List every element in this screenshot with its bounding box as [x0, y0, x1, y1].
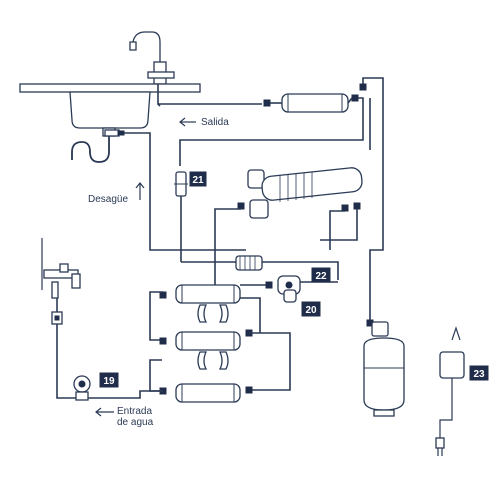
badge-20: 20	[301, 301, 321, 317]
power-adapter	[435, 326, 465, 456]
badge-22: 22	[311, 267, 331, 283]
salida-label: Salida	[201, 117, 229, 128]
feed-valve	[73, 375, 91, 401]
faucet	[129, 31, 175, 85]
drain-trap	[71, 129, 125, 163]
svg-text:22: 22	[315, 271, 327, 282]
svg-text:19: 19	[103, 376, 115, 387]
clips-row-1	[197, 304, 229, 323]
entrada-arrow	[95, 407, 114, 417]
pre-filter-2	[159, 329, 253, 351]
flush-valve	[235, 255, 263, 271]
pre-filter-1	[159, 284, 241, 304]
desague-arrow	[135, 182, 145, 200]
svg-text:23: 23	[473, 369, 485, 380]
badge-21: 21	[189, 171, 207, 187]
salida-arrow	[179, 117, 196, 127]
storage-tank	[363, 319, 405, 417]
entrada-label-line1: Entrada	[117, 406, 152, 417]
desague-label: Desagüe	[88, 194, 128, 205]
clips-row-2	[197, 351, 229, 370]
pipe-to-tank	[362, 77, 384, 320]
ro-membrane	[237, 167, 363, 219]
pre-filter-3	[159, 383, 253, 403]
badge-19: 19	[99, 372, 119, 388]
booster-pump	[265, 275, 301, 303]
svg-text:20: 20	[305, 305, 317, 316]
inlet-tap	[41, 238, 81, 325]
flow-restrictor	[174, 171, 188, 197]
pipe-drain	[124, 132, 246, 251]
entrada-label-line2: de agua	[117, 417, 154, 428]
badge-23: 23	[469, 365, 489, 381]
svg-text:21: 21	[192, 175, 204, 186]
post-filter	[263, 83, 367, 113]
sink	[19, 83, 201, 137]
